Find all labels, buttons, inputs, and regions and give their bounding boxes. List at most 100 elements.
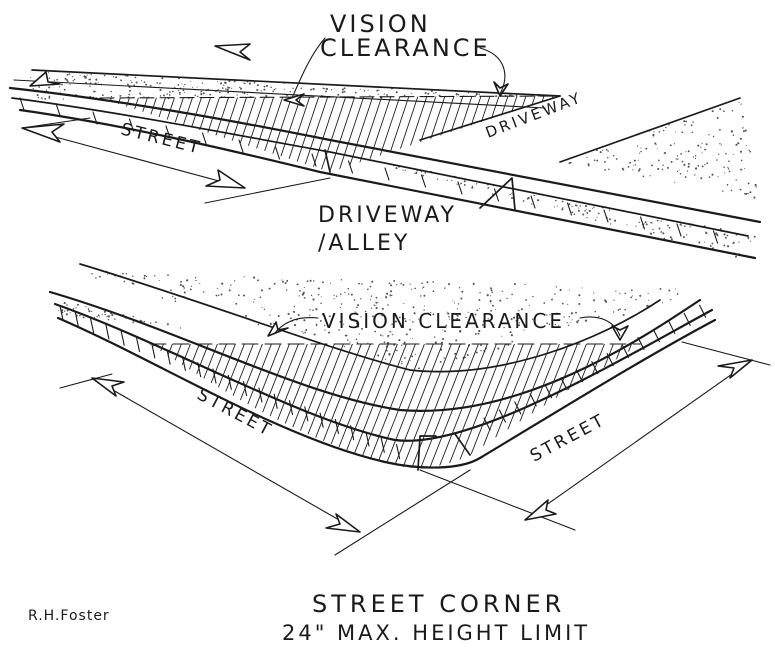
stipple-dot — [683, 225, 686, 228]
stipple-dot — [574, 204, 577, 207]
stipple-dot — [446, 311, 448, 313]
stipple-dot — [177, 90, 180, 92]
stipple-dot — [434, 341, 437, 344]
stipple-dot — [668, 289, 671, 292]
hatch-line — [652, 328, 660, 343]
stipple-dot — [382, 335, 384, 337]
stipple-dot — [716, 159, 718, 161]
stipple-dot — [394, 320, 397, 323]
stipple-dot — [605, 300, 608, 303]
stipple-dot — [456, 183, 458, 185]
leader-bottom-left — [273, 316, 319, 335]
stipple-dot — [344, 291, 346, 294]
hatch-line — [622, 344, 630, 359]
stipple-dot — [57, 309, 59, 312]
stipple-dot — [551, 298, 553, 301]
stipple-dot — [456, 308, 459, 310]
stipple-dot — [495, 308, 497, 310]
stipple-dot — [712, 135, 715, 138]
stipple-dot — [475, 351, 478, 354]
stipple-dot — [558, 324, 560, 326]
stipple-dot — [588, 164, 590, 167]
stipple-dot — [705, 149, 707, 151]
stipple-dot — [679, 223, 682, 226]
stipple-dot — [223, 95, 225, 98]
stipple-dot — [694, 154, 697, 157]
street-dimension-tail — [204, 177, 331, 204]
stipple-dot — [426, 281, 429, 284]
hatch-line — [457, 181, 463, 195]
stipple-dot — [333, 298, 335, 300]
stipple-dot — [687, 165, 690, 168]
stipple-dot — [312, 280, 315, 282]
stipple-dot — [717, 175, 719, 177]
stipple-dot — [145, 83, 148, 86]
stipple-dot — [691, 131, 694, 133]
stipple-dot — [120, 79, 123, 82]
stipple-dot — [377, 354, 380, 357]
stipple-dot — [568, 203, 571, 206]
stipple-dot — [520, 308, 523, 311]
stipple-dot — [754, 183, 757, 187]
stipple-dot — [391, 323, 393, 326]
stipple-dot — [427, 92, 430, 95]
stipple-dot — [584, 209, 587, 212]
stipple-dot — [340, 279, 343, 281]
stipple-dot — [300, 87, 303, 90]
stipple-dot — [379, 334, 382, 336]
hatch-line — [668, 320, 676, 334]
stipple-dot — [71, 76, 74, 78]
stipple-dot — [59, 91, 61, 93]
stipple-dot — [391, 333, 394, 336]
stipple-dot — [299, 289, 301, 292]
stipple-dot — [416, 170, 418, 172]
stipple-dot — [720, 144, 722, 146]
stipple-dot — [697, 165, 700, 167]
corner-curb-2 — [53, 302, 714, 442]
hatch-line — [530, 195, 536, 209]
hatch-line — [218, 96, 250, 172]
stipple-dot — [471, 185, 473, 187]
stipple-dot — [261, 307, 263, 309]
stipple-dot — [455, 339, 458, 342]
hatch-line — [416, 96, 448, 172]
stipple-dot — [228, 289, 231, 292]
stipple-dot — [735, 143, 738, 146]
stipple-dot — [749, 150, 752, 153]
stipple-dot — [738, 241, 740, 243]
stipple-dot — [324, 329, 326, 331]
stipple-dot — [478, 308, 481, 310]
stipple-dot — [122, 272, 124, 275]
stipple-dot — [716, 116, 719, 119]
stipple-dot — [603, 160, 606, 163]
stipple-dot — [340, 303, 343, 305]
stipple-dot — [579, 205, 581, 207]
stipple-dot — [286, 94, 288, 97]
stipple-dot — [312, 87, 315, 91]
stipple-dot — [84, 76, 87, 79]
stipple-dot — [747, 236, 750, 239]
stipple-dot — [153, 275, 156, 277]
hatch-line — [397, 344, 454, 468]
stipple-dot — [666, 166, 669, 169]
stipple-dot — [659, 287, 662, 290]
stipple-dot — [615, 290, 617, 292]
stipple-dot — [459, 330, 462, 333]
stipple-dot — [217, 294, 220, 297]
stipple-dot — [637, 159, 640, 161]
stipple-dot — [586, 208, 587, 210]
stipple-dot — [627, 166, 630, 168]
stipple-dot — [404, 169, 407, 171]
stipple-dot — [587, 163, 590, 166]
stipple-dot — [140, 79, 143, 82]
stipple-dot — [456, 314, 459, 317]
corner-curb-3 — [56, 316, 717, 469]
stipple-dot — [673, 143, 676, 145]
stipple-dot — [72, 308, 75, 310]
stipple-dot — [411, 92, 413, 94]
stipple-dot — [637, 169, 640, 172]
stipple-dot — [687, 162, 690, 165]
stipple-dot — [339, 293, 342, 296]
stipple-dot — [599, 151, 602, 154]
bottom-corner-ramp-right — [454, 433, 471, 456]
